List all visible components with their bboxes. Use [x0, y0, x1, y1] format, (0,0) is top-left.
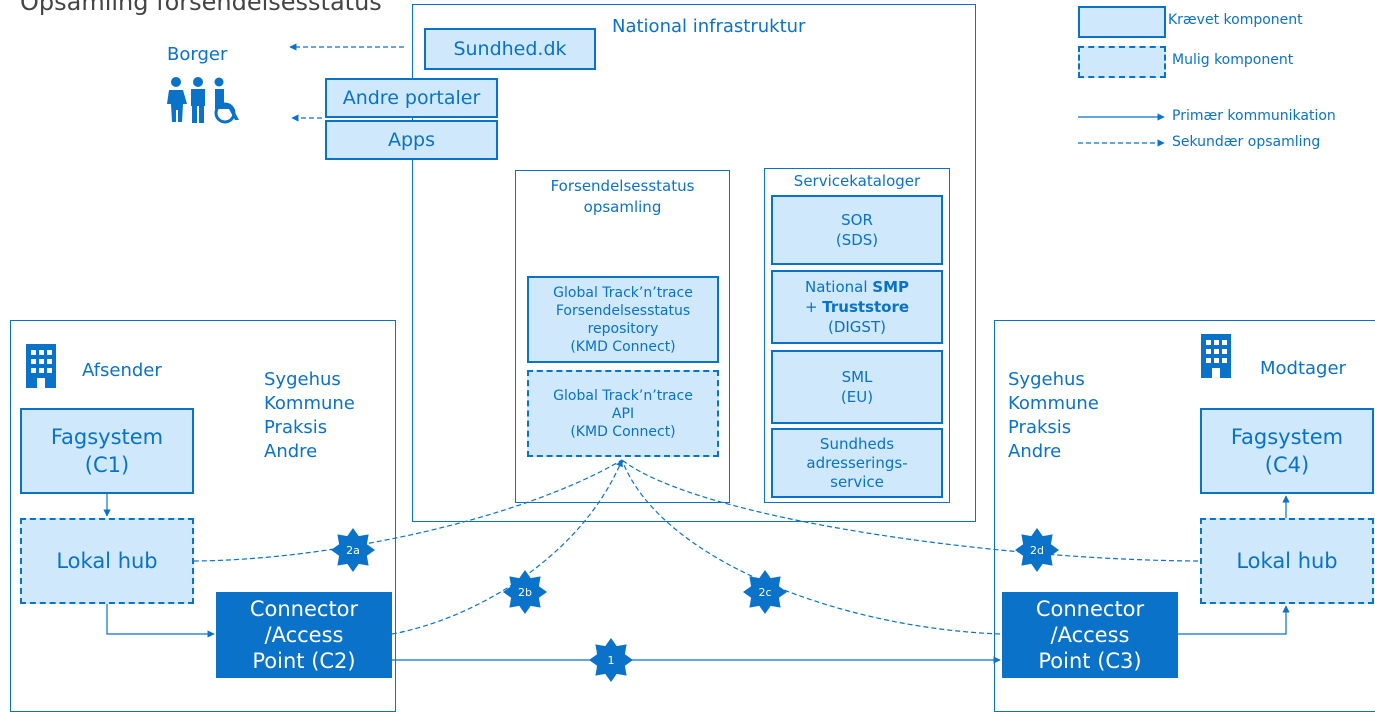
fagsystem-c1-box: Fagsystem (C1) — [20, 408, 194, 494]
receiver-orgs-label: Sygehus Kommune Praksis Andre — [1008, 369, 1099, 462]
gtt-repository-box: Global Track’n’trace Forsendelsesstatus … — [527, 276, 719, 363]
servicekataloger-frame — [764, 168, 950, 503]
hub-to-connector-line — [106, 604, 215, 638]
lokal-hub-sender-box: Lokal hub — [20, 518, 194, 604]
apps-label: Apps — [387, 129, 436, 151]
sor-box: SOR (SDS) — [771, 195, 943, 265]
smp-text: SMP — [872, 278, 909, 296]
legend-primary-label: Primær kommunikation — [1172, 108, 1336, 124]
connector-c3-label: Connector /Access Point (C3) — [1035, 597, 1145, 673]
badge-2d-star — [1015, 528, 1059, 572]
connector-c2-label: Connector /Access Point (C2) — [249, 597, 359, 673]
smp-label: National SMP + Truststore (DIGST) — [805, 277, 909, 337]
apps-box: Apps — [325, 120, 498, 160]
curve-2d — [621, 459, 1199, 562]
legend-required-swatch — [1078, 6, 1166, 38]
connector-c2-box: Connector /Access Point (C2) — [216, 592, 392, 678]
sundhed-dk-label: Sundhed.dk — [453, 38, 567, 60]
andre-portaler-label: Andre portaler — [342, 87, 481, 109]
badge-2b-star — [503, 570, 547, 614]
fagsystem-c1-label: Fagsystem (C1) — [50, 425, 164, 477]
smp-owner: (DIGST) — [827, 318, 886, 336]
badge-2c-label: 2c — [758, 586, 771, 599]
sml-box: SML (EU) — [771, 350, 943, 424]
gtt-api-label: Global Track’n’trace API (KMD Connect) — [553, 387, 693, 440]
sor-label: SOR (SDS) — [835, 211, 879, 249]
lokal-hub-sender-label: Lokal hub — [56, 549, 158, 573]
smp-prefix: National — [804, 278, 873, 296]
sml-label: SML (EU) — [840, 368, 874, 406]
curve-2c — [621, 459, 1001, 635]
sundheds-adresseringsservice-box: Sundheds adresserings- service — [771, 428, 943, 498]
curve-2a — [193, 459, 623, 562]
forsendelsesstatus-frame — [515, 170, 730, 503]
modtager-label: Modtager — [1260, 358, 1346, 379]
badge-2d-label: 2d — [1030, 544, 1044, 557]
badge-1-label: 1 — [608, 654, 615, 667]
sundhed-dk-box: Sundhed.dk — [424, 28, 596, 70]
building-icon — [1201, 334, 1231, 378]
badge-2a-label: 2a — [346, 544, 360, 557]
truststore-text: Truststore — [822, 298, 910, 316]
forsendelsesstatus-label: Forsendelsesstatus opsamling — [550, 177, 695, 216]
gtt-repository-label: Global Track’n’trace Forsendelsesstatus … — [553, 284, 693, 355]
gtt-api-box: Global Track’n’trace API (KMD Connect) — [527, 370, 719, 457]
lokal-hub-receiver-label: Lokal hub — [1236, 549, 1338, 573]
legend-optional-label: Mulig komponent — [1172, 52, 1294, 68]
badge-2a-star — [331, 528, 375, 572]
national-infrastructure-frame — [412, 4, 976, 522]
badge-2c-star — [743, 570, 787, 614]
badge-1-star — [589, 638, 633, 682]
connector-to-hub-line — [1178, 605, 1290, 635]
people-icon — [167, 77, 239, 124]
legend-secondary-label: Sekundær opsamling — [1172, 134, 1321, 150]
smp-box: National SMP + Truststore (DIGST) — [771, 270, 943, 344]
lokal-hub-receiver-box: Lokal hub — [1200, 518, 1374, 604]
smp-plus: + — [804, 298, 823, 316]
fagsystem-c4-label: Fagsystem (C4) — [1230, 425, 1344, 477]
national-infrastructure-label: National infrastruktur — [612, 16, 806, 37]
sundheds-adresseringsservice-label: Sundheds adresserings- service — [806, 434, 908, 491]
building-icon — [26, 344, 56, 388]
connector-c3-box: Connector /Access Point (C3) — [1002, 592, 1178, 678]
servicekataloger-label: Servicekataloger — [793, 172, 921, 190]
page-title: Opsamling forsendelsesstatus — [20, 0, 382, 16]
legend-required-label: Krævet komponent — [1168, 12, 1303, 28]
sender-orgs-label: Sygehus Kommune Praksis Andre — [264, 369, 355, 462]
fagsystem-c4-box: Fagsystem (C4) — [1200, 408, 1374, 494]
curve-2b — [391, 459, 623, 635]
legend-optional-swatch — [1078, 46, 1166, 78]
borger-label: Borger — [167, 44, 228, 65]
andre-portaler-box: Andre portaler — [325, 78, 498, 118]
badge-2b-label: 2b — [518, 586, 532, 599]
afsender-label: Afsender — [82, 360, 162, 381]
